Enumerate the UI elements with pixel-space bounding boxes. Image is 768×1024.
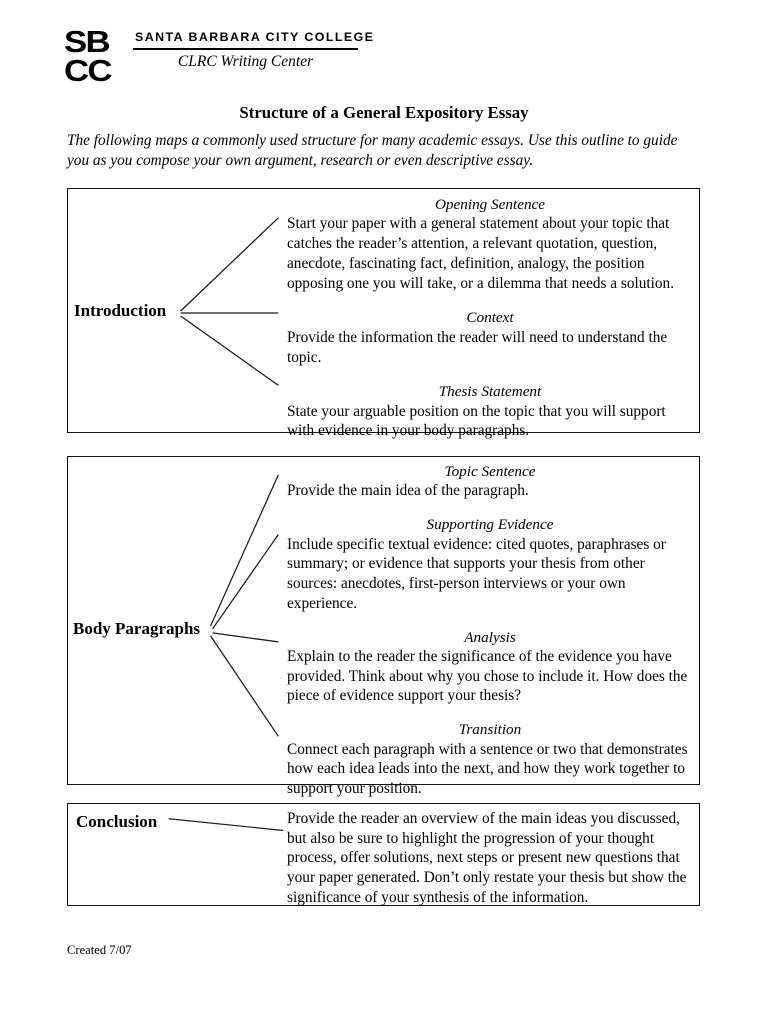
item-body: State your arguable position on the topi… bbox=[287, 402, 666, 440]
item-body: Start your paper with a general statemen… bbox=[287, 215, 675, 292]
item-thesis-statement: Thesis Statement State your arguable pos… bbox=[287, 382, 693, 441]
section-body-paragraphs: Body Paragraphs Topic Sentence Provide t… bbox=[67, 456, 700, 797]
item-supporting-evidence: Supporting Evidence Include specific tex… bbox=[287, 515, 693, 613]
item-title: Analysis bbox=[464, 628, 516, 646]
document-header: SB CC SANTA BARBARA CITY COLLEGE CLRC Wr… bbox=[64, 24, 704, 90]
section-items-conclusion: Provide the reader an overview of the ma… bbox=[287, 809, 693, 908]
section-conclusion: Conclusion Provide the reader an overvie… bbox=[67, 803, 700, 906]
header-divider bbox=[133, 47, 358, 50]
item-title: Transition bbox=[458, 721, 522, 739]
item-context: Context Provide the information the read… bbox=[287, 308, 693, 367]
item-body: Provide the reader an overview of the ma… bbox=[287, 810, 687, 906]
item-title: Topic Sentence bbox=[444, 463, 536, 480]
item-conclusion-body: Provide the reader an overview of the ma… bbox=[287, 809, 693, 908]
page-title: Structure of a General Expository Essay bbox=[239, 103, 529, 122]
section-label-body-paragraphs: Body Paragraphs bbox=[73, 619, 201, 638]
college-name: SANTA BARBARA CITY COLLEGE bbox=[135, 30, 375, 44]
section-items-body-paragraphs: Topic Sentence Provide the main idea of … bbox=[287, 462, 693, 799]
section-items-introduction: Opening Sentence Start your paper with a… bbox=[287, 195, 693, 441]
item-body: Include specific textual evidence: cited… bbox=[287, 535, 666, 612]
writing-center-name: CLRC Writing Center bbox=[177, 52, 314, 70]
item-transition: Transition Connect each paragraph with a… bbox=[287, 720, 693, 799]
item-analysis: Analysis Explain to the reader the signi… bbox=[287, 628, 693, 707]
footer-created-date: Created 7/07 bbox=[67, 943, 132, 957]
section-label-introduction: Introduction bbox=[74, 301, 167, 320]
logo-line-1: SB bbox=[64, 24, 111, 59]
section-label-conclusion: Conclusion bbox=[76, 812, 158, 831]
item-title: Supporting Evidence bbox=[426, 516, 554, 534]
sbcc-logo-icon: SB CC bbox=[64, 24, 138, 88]
item-title: Thesis Statement bbox=[438, 383, 542, 401]
item-body: Connect each paragraph with a sentence o… bbox=[287, 740, 688, 797]
logo-wordmark: SANTA BARBARA CITY COLLEGE CLRC Writing … bbox=[133, 30, 433, 73]
item-body: Provide the information the reader will … bbox=[287, 328, 668, 366]
logo-line-2: CC bbox=[64, 52, 112, 88]
item-title: Opening Sentence bbox=[434, 196, 546, 213]
item-opening-sentence: Opening Sentence Start your paper with a… bbox=[287, 195, 693, 293]
intro-paragraph: The following maps a commonly used struc… bbox=[67, 132, 678, 169]
item-topic-sentence: Topic Sentence Provide the main idea of … bbox=[287, 462, 693, 501]
item-title: Context bbox=[466, 309, 514, 327]
section-introduction: Introduction Opening Sentence Start your… bbox=[67, 188, 700, 439]
item-body: Explain to the reader the significance o… bbox=[287, 647, 688, 705]
item-body: Provide the main idea of the paragraph. bbox=[287, 482, 529, 500]
